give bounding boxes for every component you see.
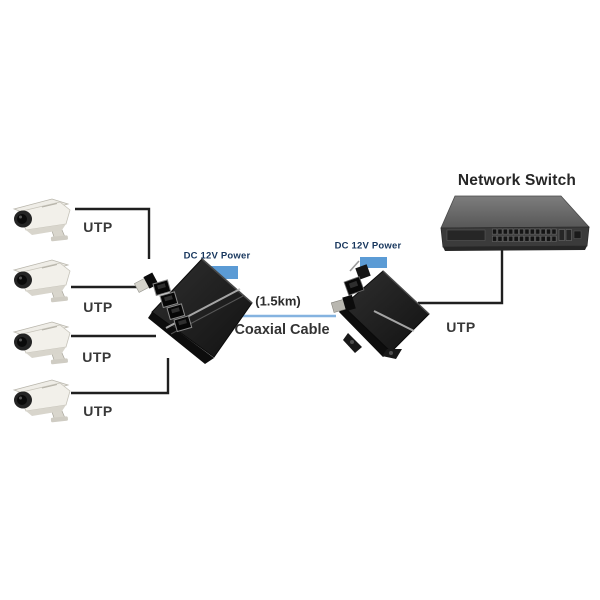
utp-label-3: UTP	[82, 349, 112, 365]
utp-line-camera4	[71, 358, 170, 395]
utp-label-1: UTP	[83, 219, 113, 235]
sfp-port-icon	[565, 229, 572, 241]
utp-line-camera1	[75, 207, 151, 259]
receiver-power-label: DC 12V Power	[334, 240, 402, 252]
switch-label-panel	[446, 229, 486, 241]
coax-distance-label: (1.5km)	[255, 293, 301, 309]
utp-label-switch: UTP	[446, 319, 476, 335]
network-switch-title: Network Switch	[457, 172, 577, 189]
utp-label-2: UTP	[83, 299, 113, 315]
camera-icon-3	[13, 321, 71, 365]
rj45-port-icon	[343, 276, 365, 296]
camera-icon-2	[13, 259, 71, 303]
power-jack-icon	[355, 264, 371, 280]
rj45-port-icon	[159, 291, 179, 309]
transmitter-power-label: DC 12V Power	[183, 250, 251, 262]
rj45-port-icon	[166, 303, 186, 321]
switch-port-bank	[492, 228, 557, 243]
bnc-connector-icon	[330, 294, 356, 313]
camera-icon-4	[13, 379, 71, 423]
eoc-receiver-icon	[330, 264, 430, 359]
utp-line-switch	[418, 247, 504, 305]
rj45-port-icon	[152, 279, 172, 297]
coax-cable-label: Coaxial Cable	[234, 322, 330, 338]
eoc-transmitter-icon	[134, 258, 253, 364]
sfp-port-icon	[558, 229, 565, 241]
network-switch-icon	[440, 195, 590, 251]
utp-label-4: UTP	[83, 403, 113, 419]
camera-icon-1	[13, 198, 71, 242]
power-adapter-icon-receiver	[360, 257, 387, 268]
power-cord-receiver	[349, 260, 360, 272]
rj45-port-icon	[173, 315, 193, 333]
